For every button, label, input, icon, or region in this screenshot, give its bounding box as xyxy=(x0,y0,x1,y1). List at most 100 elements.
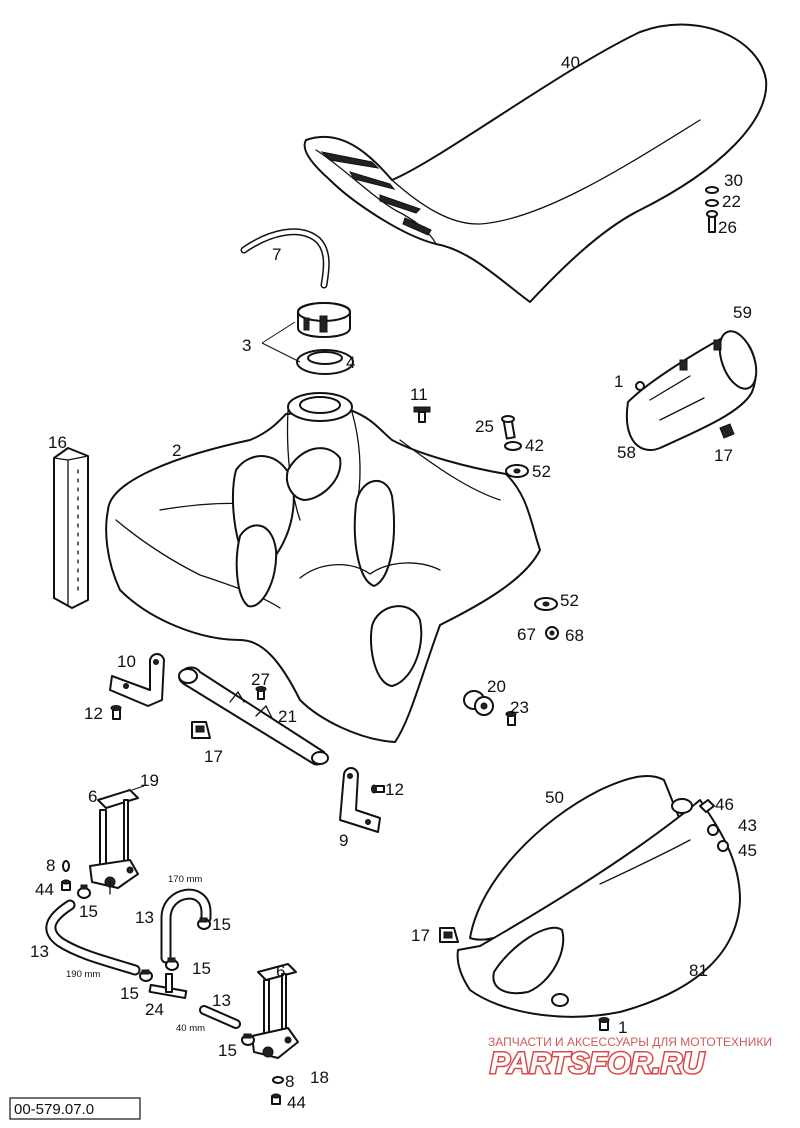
dim-190mm: 190 mm xyxy=(66,969,100,980)
label-17c: 17 xyxy=(411,926,430,945)
label-24: 24 xyxy=(145,1000,164,1019)
clamp-15c[interactable] xyxy=(165,957,179,971)
label-6b: 6 xyxy=(276,962,285,981)
screw-12a[interactable] xyxy=(110,705,122,720)
watermark-tagline: ЗАПЧАСТИ И АКСЕССУАРЫ ДЛЯ МОТОТЕХНИКИ xyxy=(488,1035,772,1049)
washer-52a[interactable] xyxy=(505,464,529,478)
clip-17c[interactable] xyxy=(439,927,459,943)
label-9: 9 xyxy=(339,831,348,850)
spoiler-81[interactable] xyxy=(456,798,741,1018)
label-44a: 44 xyxy=(35,880,54,899)
label-13c: 13 xyxy=(212,991,231,1010)
label-23: 23 xyxy=(510,698,529,717)
label-4: 4 xyxy=(346,353,355,372)
vent-hose[interactable] xyxy=(240,228,330,289)
label-44b: 44 xyxy=(287,1093,306,1112)
label-15a: 15 xyxy=(79,902,98,921)
label-42: 42 xyxy=(525,436,544,455)
hose-13-170mm[interactable] xyxy=(160,888,212,964)
label-40: 40 xyxy=(561,53,580,72)
label-1-cover: 1 xyxy=(614,372,623,391)
fuel-cap-seal[interactable] xyxy=(296,349,354,375)
label-15d: 15 xyxy=(120,984,139,1003)
label-45: 45 xyxy=(738,841,757,860)
clamp-15a[interactable] xyxy=(77,884,91,899)
label-21: 21 xyxy=(278,707,297,726)
tank-screw-11[interactable] xyxy=(413,406,431,423)
label-15e: 15 xyxy=(218,1041,237,1060)
washer-8a[interactable] xyxy=(62,860,70,872)
label-59: 59 xyxy=(733,303,752,322)
label-12a: 12 xyxy=(84,704,103,723)
label-18: 18 xyxy=(310,1068,329,1087)
crossbar-21[interactable] xyxy=(178,666,329,766)
label-46: 46 xyxy=(715,795,734,814)
cover-58[interactable] xyxy=(625,326,763,451)
fuel-cap[interactable] xyxy=(297,302,351,338)
hose-13-40mm[interactable] xyxy=(199,1005,241,1029)
label-12b: 12 xyxy=(385,780,404,799)
watermark-brand: PARTSFOR.RU xyxy=(490,1047,705,1080)
label-10: 10 xyxy=(117,652,136,671)
seat-fasteners[interactable] xyxy=(705,186,719,233)
dim-40mm: 40 mm xyxy=(176,1023,205,1034)
diagram-code-box: 00-579.07.0 xyxy=(9,1097,141,1120)
label-13b: 13 xyxy=(135,908,154,927)
hose-13-190mm[interactable] xyxy=(45,899,141,976)
label-1-spoiler: 1 xyxy=(618,1018,627,1037)
fuel-tap-bottom[interactable] xyxy=(251,963,299,1059)
label-30: 30 xyxy=(724,171,743,190)
label-6a: 6 xyxy=(88,787,97,806)
bracket-10[interactable] xyxy=(109,653,165,707)
label-8a: 8 xyxy=(46,856,55,875)
label-22: 22 xyxy=(722,192,741,211)
washer-52b[interactable] xyxy=(534,597,558,611)
seat[interactable] xyxy=(303,23,768,303)
clamp-15e[interactable] xyxy=(241,1033,255,1046)
label-13a: 13 xyxy=(30,942,49,961)
label-58: 58 xyxy=(617,443,636,462)
label-25: 25 xyxy=(475,417,494,436)
spoiler-screw[interactable] xyxy=(598,1017,610,1031)
bracket-9[interactable] xyxy=(339,767,381,833)
label-81: 81 xyxy=(689,961,708,980)
clamp-15b[interactable] xyxy=(197,917,211,930)
screw-12b[interactable] xyxy=(371,784,385,794)
label-67: 67 xyxy=(517,625,536,644)
clip-17[interactable] xyxy=(191,721,211,739)
fuel-tap-top[interactable] xyxy=(89,789,139,895)
label-17-cover: 17 xyxy=(714,446,733,465)
tee-24[interactable] xyxy=(148,973,188,1000)
label-19a: 19 xyxy=(140,771,159,790)
label-15b: 15 xyxy=(212,915,231,934)
nut-68[interactable] xyxy=(545,626,559,640)
foam-strip-16[interactable] xyxy=(53,447,89,609)
label-27: 27 xyxy=(251,670,270,689)
label-3: 3 xyxy=(242,336,251,355)
screw-44a[interactable] xyxy=(61,879,71,891)
dim-170mm: 170 mm xyxy=(168,874,202,885)
label-52a: 52 xyxy=(532,462,551,481)
label-52b: 52 xyxy=(560,591,579,610)
label-26: 26 xyxy=(718,218,737,237)
washer-8b[interactable] xyxy=(272,1076,284,1084)
clamp-15d[interactable] xyxy=(139,969,153,982)
label-7: 7 xyxy=(272,245,281,264)
diagram-code: 00-579.07.0 xyxy=(14,1101,94,1118)
label-50: 50 xyxy=(545,788,564,807)
label-11: 11 xyxy=(410,385,428,404)
fuel-tank[interactable] xyxy=(105,392,541,743)
screw-27[interactable] xyxy=(255,686,267,700)
label-16: 16 xyxy=(48,433,67,452)
nuts-46-43-45[interactable] xyxy=(699,799,729,852)
washer-42[interactable] xyxy=(504,441,522,451)
bolt-25[interactable] xyxy=(501,415,516,440)
screw-23[interactable] xyxy=(505,711,517,726)
screw-44b[interactable] xyxy=(271,1093,281,1105)
label-17a: 17 xyxy=(204,747,223,766)
grommet-20[interactable] xyxy=(463,690,494,716)
label-68: 68 xyxy=(565,626,584,645)
label-20: 20 xyxy=(487,677,506,696)
label-15c: 15 xyxy=(192,959,211,978)
